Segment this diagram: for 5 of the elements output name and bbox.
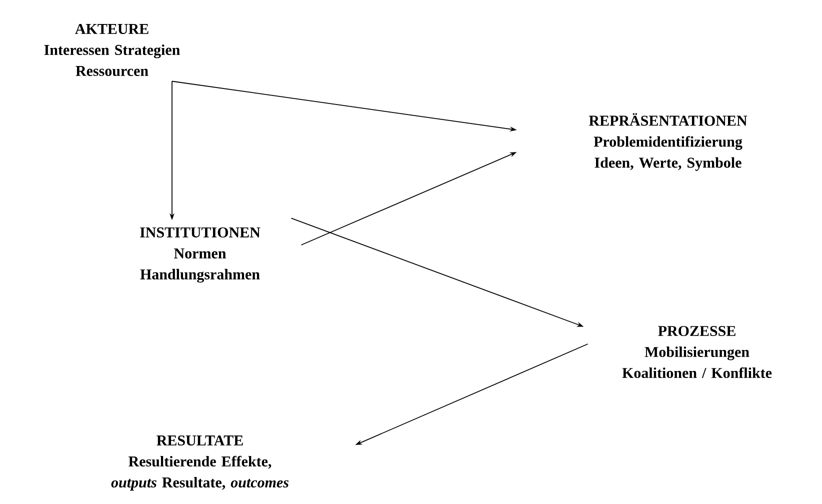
text-label: AKTEURE Interessen Strategien Ressourcen xyxy=(44,24,180,76)
text-label: RESULTATE Resultierende Effekte, outputs Resultate, outcomes xyxy=(111,435,288,491)
text-label: PROZESSE Mobilisierungen Koalitionen / Konflikte xyxy=(622,326,772,378)
text-label: INSTITUTIONEN Normen Handlungsrahmen xyxy=(140,227,260,283)
text-label: REPRÄSENTATIONEN Problemidentifizierung Ideen, Werte, Symbole xyxy=(588,113,748,171)
